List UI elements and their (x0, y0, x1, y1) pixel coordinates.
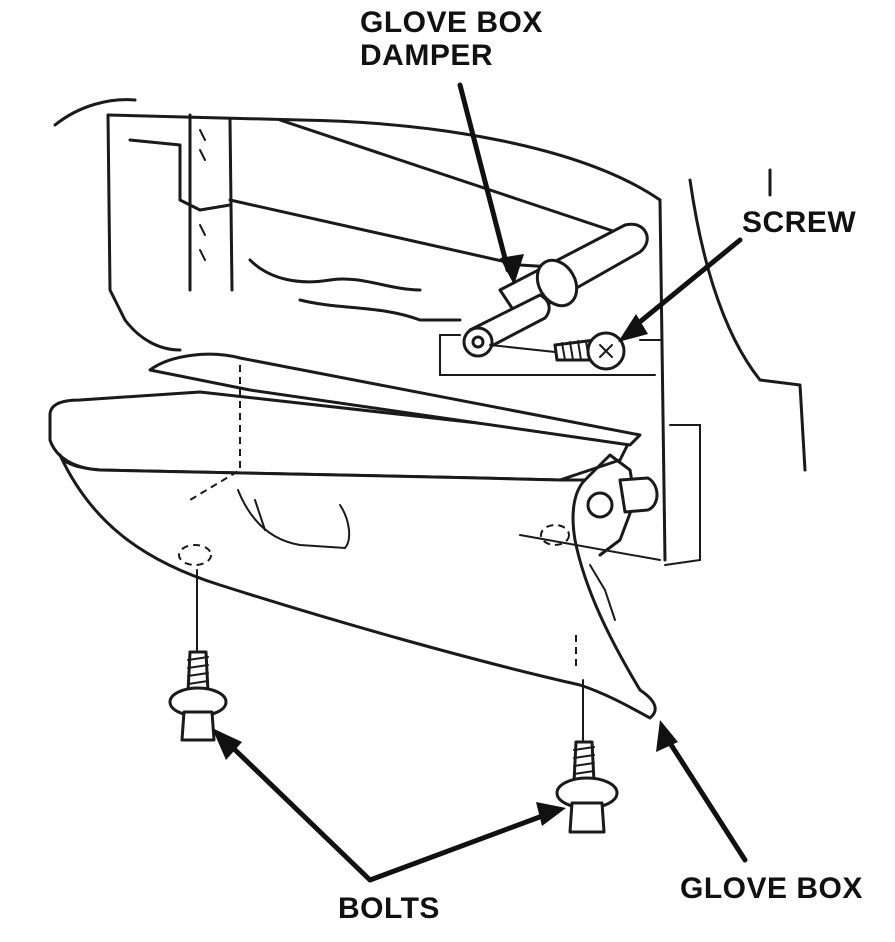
bolt-right (555, 679, 619, 834)
glove-box-label: GLOVE BOX (680, 872, 863, 905)
screw-label: SCREW (742, 206, 857, 239)
glove-box-body (48, 352, 661, 720)
glove-box-damper-label-line2: DAMPER (360, 39, 494, 72)
bolt-left (168, 569, 228, 742)
dashboard-outline (53, 98, 807, 566)
bolts-label: BOLTS (338, 892, 440, 925)
screw (489, 331, 626, 371)
leader-arrows (212, 82, 748, 883)
glove-box-damper (462, 222, 649, 358)
glove-box-damper-label: GLOVE BOX DAMPER (360, 6, 543, 72)
glove-box-damper-label-line1: GLOVE BOX (360, 6, 543, 39)
